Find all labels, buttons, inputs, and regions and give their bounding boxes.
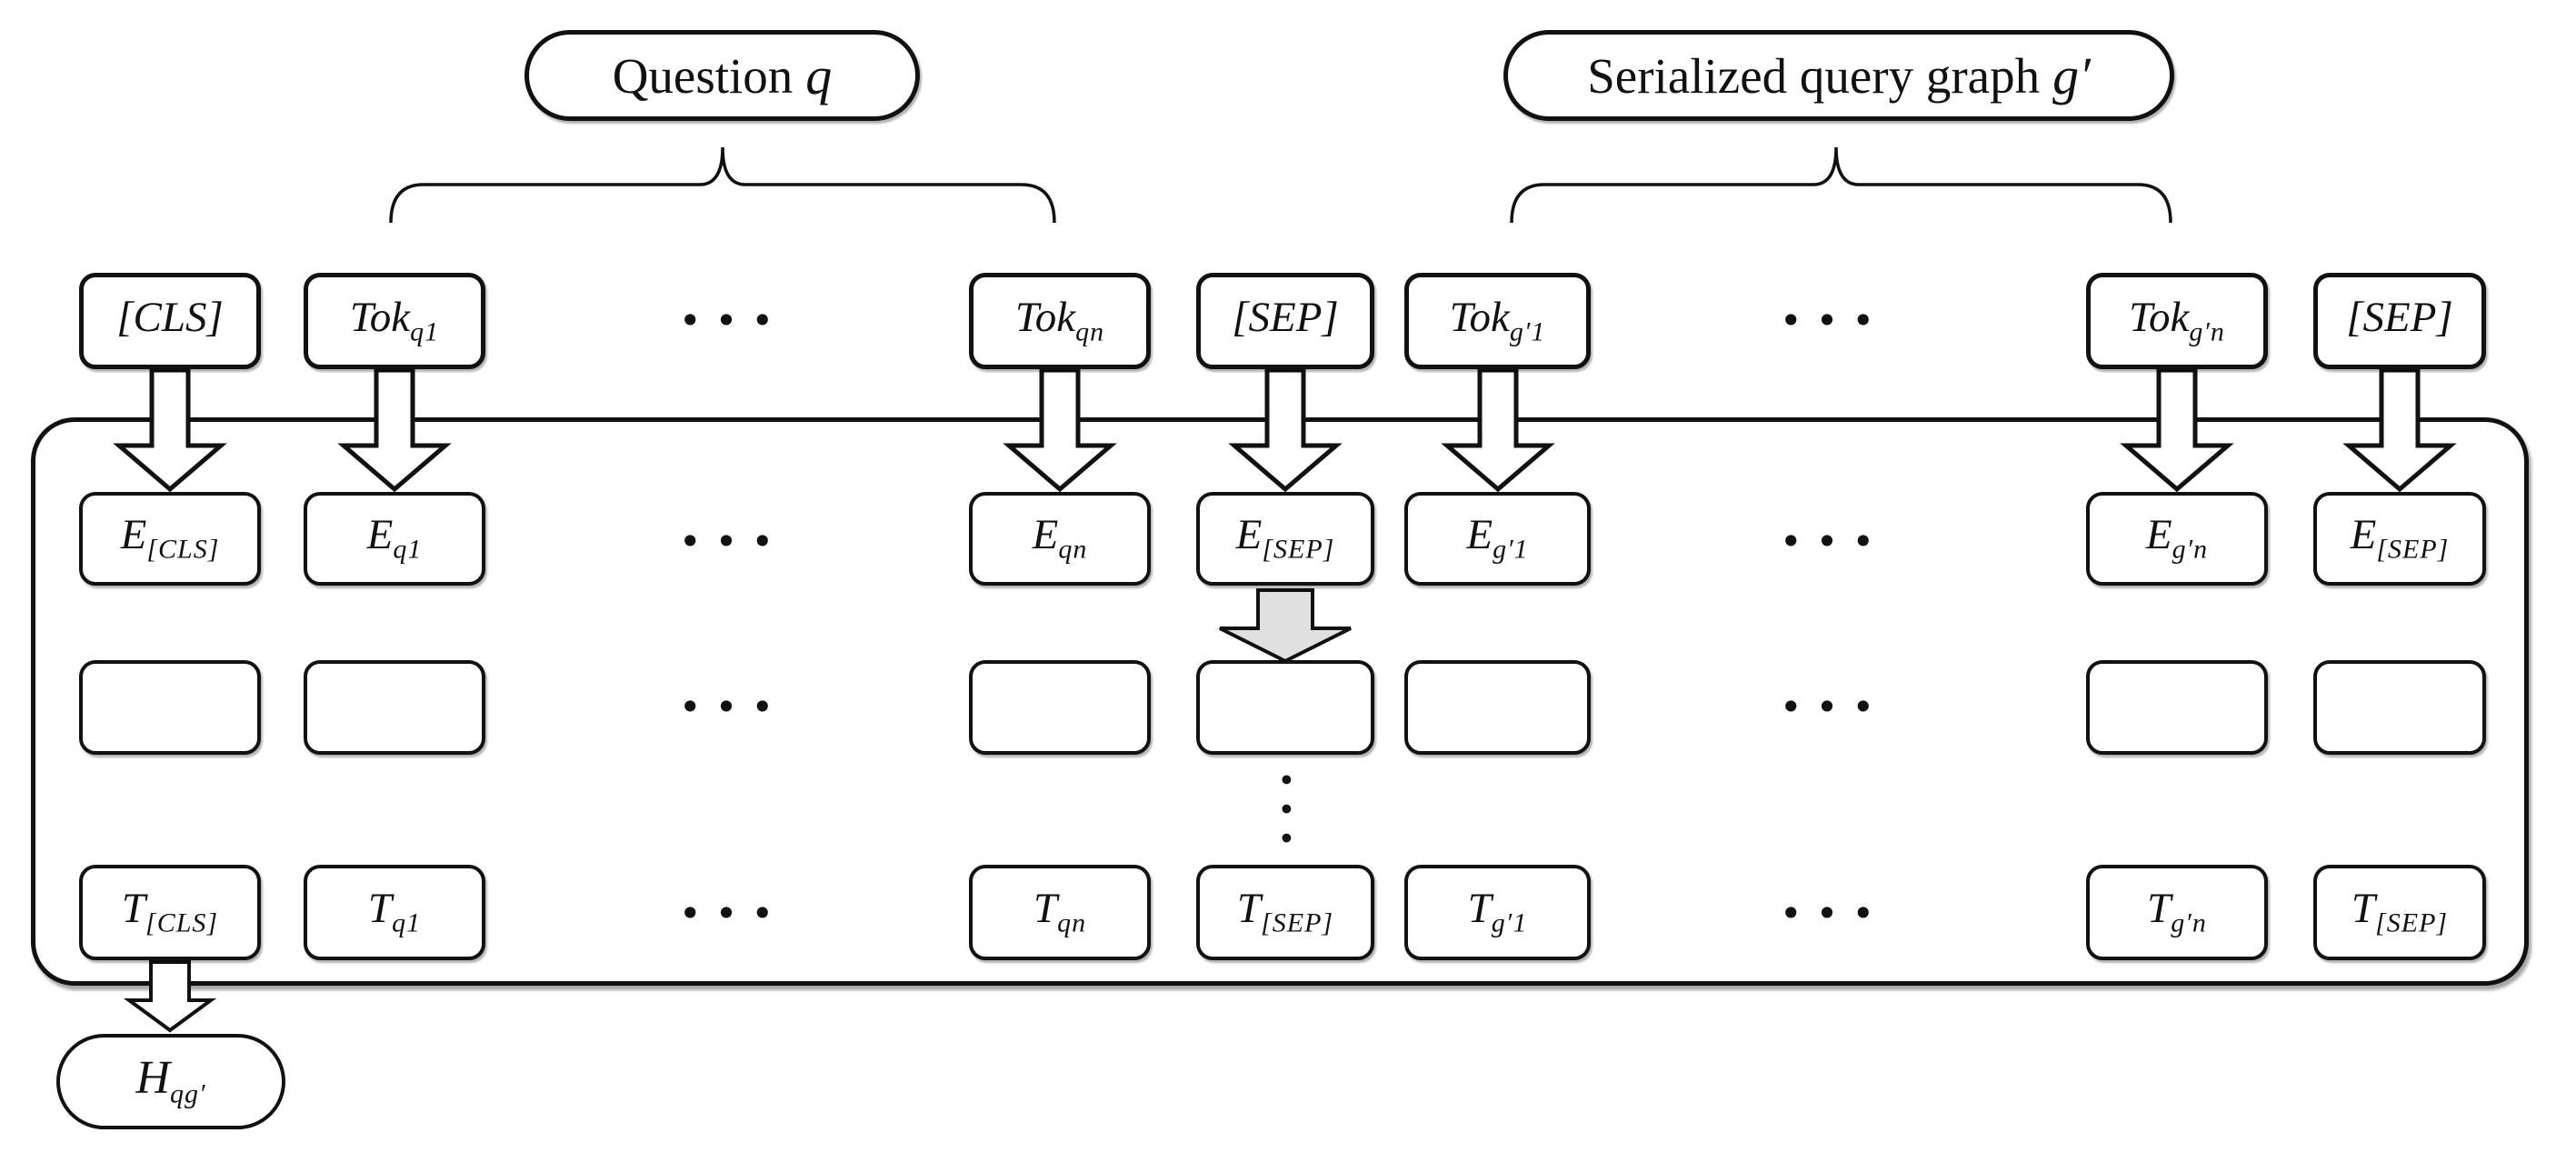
embedding-box-gn: Eg′n xyxy=(2086,492,2268,586)
embedding-box-sep1: E[SEP] xyxy=(1196,492,1374,586)
token-row-ellipsis-question: ••• xyxy=(678,298,788,343)
layers-vertical-ellipsis: ••• xyxy=(1267,770,1303,858)
token-box-gn: Tokg′n xyxy=(2086,273,2268,369)
query-graph-pill-label: Serialized query graph xyxy=(1587,47,2041,104)
embedding-row-ellipsis-graph: ••• xyxy=(1779,519,1889,564)
final-box-q1: Tq1 xyxy=(304,865,485,960)
final-box-qn: Tqn xyxy=(969,865,1151,960)
embedding-box-qn: Eqn xyxy=(969,492,1151,586)
hidden-box-g1 xyxy=(1404,660,1591,755)
query-graph-variable: g′ xyxy=(2052,45,2091,105)
hidden-row-ellipsis-question: ••• xyxy=(678,685,788,729)
final-box-sep2: T[SEP] xyxy=(2313,865,2486,960)
embedding-box-q1: Eq1 xyxy=(304,492,485,586)
token-box-qn: Tokqn xyxy=(969,273,1151,369)
token-box-cls: [CLS] xyxy=(79,273,261,369)
token-box-sep1: [SEP] xyxy=(1196,273,1374,369)
hidden-box-cls xyxy=(79,660,261,755)
hidden-box-sep2 xyxy=(2313,660,2486,755)
embedding-box-g1: Eg′1 xyxy=(1404,492,1591,586)
question-variable: q xyxy=(805,45,833,105)
final-box-g1: Tg′1 xyxy=(1404,865,1591,960)
final-row-ellipsis-question: ••• xyxy=(678,891,788,936)
token-box-q1: Tokq1 xyxy=(304,273,485,369)
hidden-row-ellipsis-graph: ••• xyxy=(1779,685,1889,729)
final-box-gn: Tg′n xyxy=(2086,865,2268,960)
embedding-box-sep2: E[SEP] xyxy=(2313,492,2486,586)
embedding-box-cls: E[CLS] xyxy=(79,492,261,586)
hidden-box-sep1 xyxy=(1196,660,1374,755)
question-pill: Question q xyxy=(524,30,920,121)
token-box-g1: Tokg′1 xyxy=(1404,273,1591,369)
query-graph-pill: Serialized query graph g′ xyxy=(1503,30,2174,121)
hidden-box-q1 xyxy=(304,660,485,755)
hidden-box-gn xyxy=(2086,660,2268,755)
question-pill-label: Question xyxy=(612,47,794,104)
output-oval: Hqg′ xyxy=(56,1034,285,1129)
hidden-box-qn xyxy=(969,660,1151,755)
question-brace xyxy=(389,146,1056,224)
embedding-row-ellipsis-question: ••• xyxy=(678,519,788,564)
graph-brace xyxy=(1510,146,2172,224)
final-box-sep1: T[SEP] xyxy=(1196,865,1374,960)
token-box-sep2: [SEP] xyxy=(2313,273,2486,369)
final-row-ellipsis-graph: ••• xyxy=(1779,891,1889,936)
final-box-cls: T[CLS] xyxy=(79,865,261,960)
token-row-ellipsis-graph: ••• xyxy=(1779,298,1889,343)
